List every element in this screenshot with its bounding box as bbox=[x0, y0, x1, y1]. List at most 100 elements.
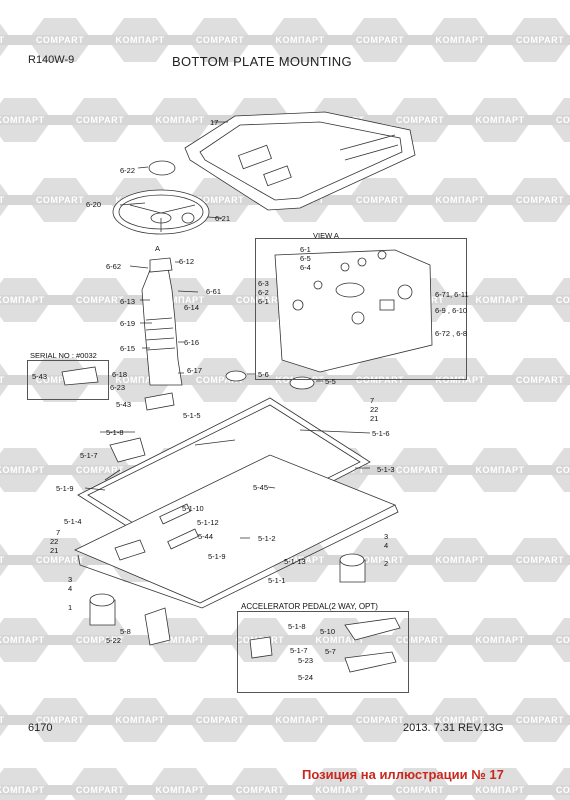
callout-5-1-4: 5-1-4 bbox=[64, 517, 82, 526]
watermark-text: COMPART bbox=[356, 375, 404, 385]
watermark-text: COMPART bbox=[556, 785, 570, 795]
watermark-band bbox=[420, 35, 500, 45]
serial-frame bbox=[27, 360, 109, 400]
callout-21-right: 21 bbox=[370, 414, 379, 423]
watermark-text: COMPART bbox=[516, 555, 564, 565]
watermark-band bbox=[260, 35, 340, 45]
watermark-band bbox=[540, 785, 570, 795]
watermark-band bbox=[60, 295, 140, 305]
watermark-band bbox=[260, 715, 340, 725]
watermark-band bbox=[460, 635, 540, 645]
callout-2: 2 bbox=[384, 559, 389, 568]
watermark-text: COMPART bbox=[236, 295, 284, 305]
watermark-text: KOMПAPT bbox=[436, 715, 485, 725]
callout-22-right: 22 bbox=[370, 405, 379, 414]
watermark-text: COMPART bbox=[396, 785, 444, 795]
callout-5-1-9-mid: 5-1-9 bbox=[208, 552, 226, 561]
callout-5-1-10: 5-1-10 bbox=[182, 504, 204, 513]
callout-7-left: 7 bbox=[56, 528, 61, 537]
illustration-position-note: Позиция на иллюстрации № 17 bbox=[302, 767, 504, 782]
watermark-text: COMPART bbox=[36, 555, 84, 565]
watermark-band bbox=[220, 295, 300, 305]
callout-5-1-2: 5-1-2 bbox=[258, 534, 276, 543]
watermark-band bbox=[20, 195, 100, 205]
watermark-band bbox=[0, 465, 60, 475]
callout-5-1-9-left: 5-1-9 bbox=[56, 484, 74, 493]
watermark-text: KOMПAPT bbox=[0, 375, 4, 385]
watermark-text: KOMПAPT bbox=[0, 195, 4, 205]
callout-5-1-1: 5-1-1 bbox=[268, 576, 286, 585]
watermark-band bbox=[500, 715, 570, 725]
watermark-band bbox=[100, 35, 180, 45]
watermark-text: KOMПAPT bbox=[0, 465, 44, 475]
watermark-band bbox=[60, 635, 140, 645]
watermark-text: COMPART bbox=[556, 635, 570, 645]
watermark-text: COMPART bbox=[76, 295, 124, 305]
watermark-text: COMPART bbox=[36, 195, 84, 205]
callout-5-1-7: 5-1-7 bbox=[80, 451, 98, 460]
watermark-band bbox=[500, 195, 570, 205]
callout-5-8: 5-8 bbox=[120, 627, 131, 636]
watermark-band bbox=[300, 635, 380, 645]
watermark-band bbox=[0, 785, 60, 795]
watermark-text: KOMПAPT bbox=[476, 785, 525, 795]
watermark-band bbox=[340, 195, 420, 205]
watermark-band bbox=[340, 375, 420, 385]
watermark-text: KOMПAPT bbox=[0, 115, 44, 125]
callout-3-left: 3 bbox=[68, 575, 73, 584]
watermark-band bbox=[340, 715, 420, 725]
watermark-band bbox=[500, 555, 570, 565]
watermark-band bbox=[0, 295, 60, 305]
watermark-text: COMPART bbox=[76, 115, 124, 125]
watermark-text: COMPART bbox=[516, 195, 564, 205]
watermark-band bbox=[180, 35, 260, 45]
watermark-band bbox=[0, 375, 20, 385]
callout-5-1-6: 5-1-6 bbox=[372, 429, 390, 438]
watermark-text: COMPART bbox=[556, 295, 570, 305]
watermark-band bbox=[100, 715, 180, 725]
page-title: BOTTOM PLATE MOUNTING bbox=[172, 54, 352, 69]
callout-5-5: 5-5 bbox=[325, 377, 336, 386]
callout-5-44: 5-44 bbox=[198, 532, 214, 541]
callout-6-1-bottom: 6-1 bbox=[258, 297, 269, 306]
watermark-band bbox=[380, 115, 460, 125]
callout-6-5: 6-5 bbox=[300, 254, 311, 263]
watermark-text: COMPART bbox=[76, 635, 124, 645]
callout-3-right: 3 bbox=[384, 532, 389, 541]
watermark-text: KOMПAPT bbox=[436, 195, 485, 205]
watermark-band bbox=[220, 785, 300, 795]
watermark-text: COMPART bbox=[356, 35, 404, 45]
model-code: R140W-9 bbox=[28, 54, 75, 66]
callout-6-4: 6-4 bbox=[300, 263, 311, 272]
callout-5-43: 5-43 bbox=[116, 400, 132, 409]
watermark-text: KOMПAPT bbox=[116, 715, 165, 725]
watermark-text: KOMПAPT bbox=[436, 35, 485, 45]
watermark-band bbox=[340, 35, 420, 45]
callout-6-13: 6-13 bbox=[120, 297, 136, 306]
callout-5-1-8: 5-1-8 bbox=[106, 428, 124, 437]
watermark-text: COMPART bbox=[356, 715, 404, 725]
callout-6-62: 6-62 bbox=[106, 262, 122, 271]
callout-6-9-6-10: 6-9 , 6-10 bbox=[435, 306, 468, 315]
callout-6-20: 6-20 bbox=[86, 200, 102, 209]
watermark-band bbox=[300, 785, 380, 795]
watermark-band bbox=[180, 375, 260, 385]
watermark-band bbox=[380, 465, 460, 475]
watermark-text: COMPART bbox=[356, 195, 404, 205]
watermark-text: COMPART bbox=[396, 465, 444, 475]
watermark-text: KOMПAPT bbox=[156, 115, 205, 125]
accel-pedal-frame bbox=[237, 611, 409, 693]
watermark-band bbox=[100, 375, 180, 385]
watermark-band bbox=[0, 115, 60, 125]
watermark-text: COMPART bbox=[36, 375, 84, 385]
watermark-band bbox=[540, 295, 570, 305]
watermark-text: KOMПAPT bbox=[476, 635, 525, 645]
watermark-band bbox=[460, 785, 540, 795]
callout-5-1-13: 5-1-13 bbox=[284, 557, 306, 566]
callout-5-6: 5-6 bbox=[258, 370, 269, 379]
watermark-text: COMPART bbox=[236, 785, 284, 795]
callout-A: A bbox=[155, 244, 161, 253]
watermark-text: KOMПAPT bbox=[436, 555, 485, 565]
watermark-text: KOMПAPT bbox=[276, 715, 325, 725]
